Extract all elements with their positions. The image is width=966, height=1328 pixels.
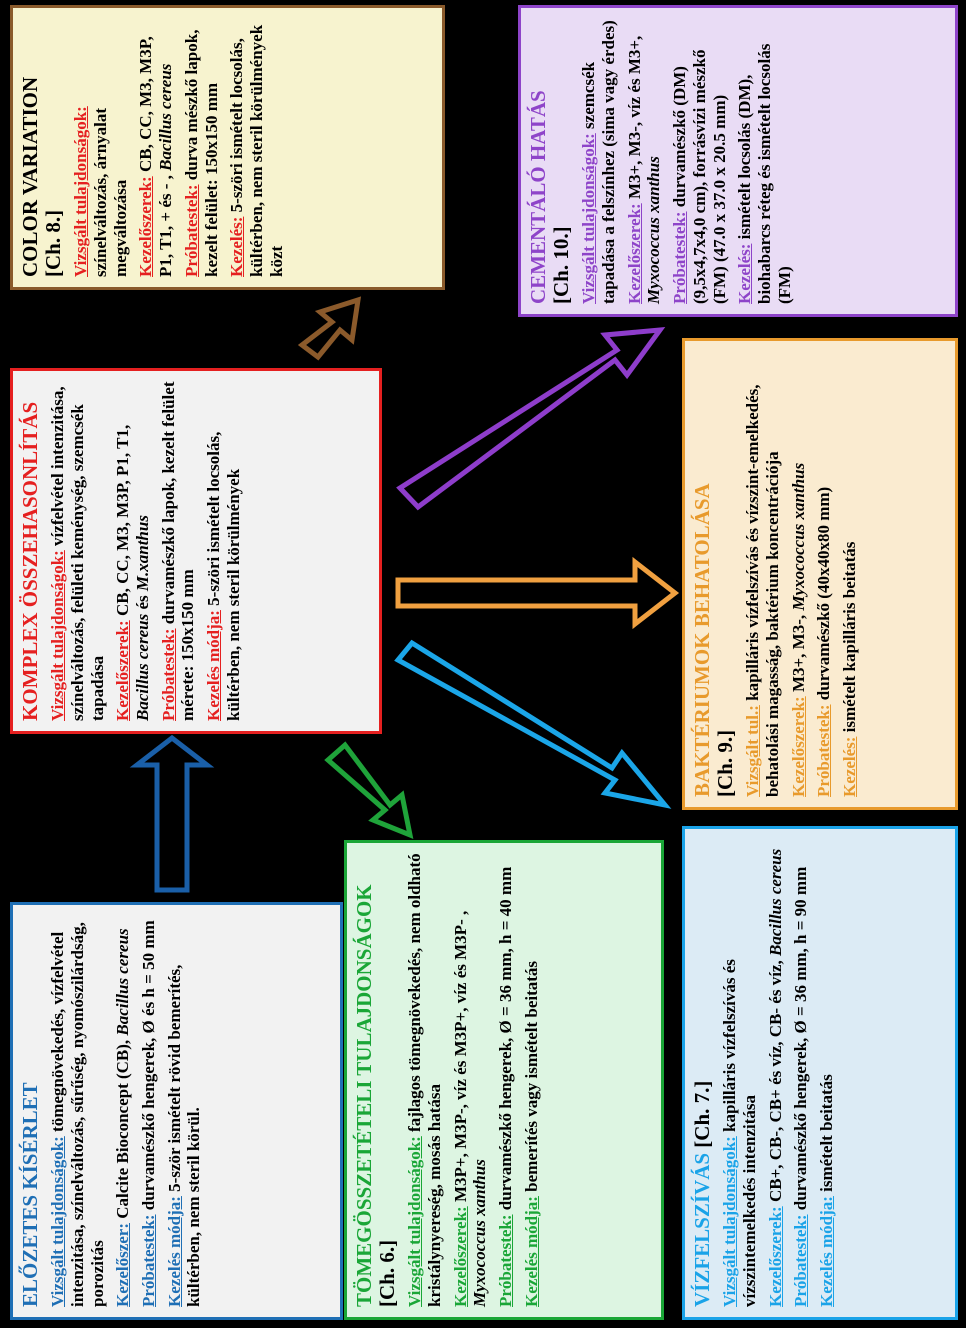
arrow-brown [297, 296, 362, 361]
bakt-agents: M3+, M3-, [788, 610, 808, 697]
viz-label-agents: Kezelőszerek: [765, 1206, 785, 1307]
color-props: színelváltozás, árnyalat megváltozása [90, 107, 130, 277]
bakt-agents-species: Myxococcus xanthus [788, 462, 808, 611]
tomeg-box: TÖMEGÖSSZETÉTELI TULAJDONSÁGOK [Ch. 6.] … [344, 840, 664, 1320]
komplex-agents-species2: M.xanthus [132, 515, 152, 592]
tomeg-label-props: Vizsgált tulajdonságok: [405, 1136, 425, 1307]
bakt-specimens: durvamészkő (40x40x80 mm) [814, 486, 834, 705]
cement-box: CEMENTÁLÓ HATÁS[Ch. 10.] Vizsgált tulajd… [518, 5, 958, 317]
cement-agents: M3+, M3-, víz és M3+, [624, 35, 644, 204]
komplex-label-agents: Kezelőszerek: [113, 620, 133, 721]
viz-label-props: Vizsgált tulajdonságok: [720, 1136, 740, 1307]
bakt-label-specimens: Próbatestek: [814, 704, 834, 797]
bakt-treatment: ismételt kapilláris beitatás [840, 541, 860, 737]
viz-label-specimens: Próbatestek: [791, 1214, 811, 1307]
elozetes-agent-species: Bacillus cereus [113, 928, 133, 1036]
komplex-title: KOMPLEX ÖSSZEHASONLÍTÁS [18, 401, 42, 721]
komplex-agents-species1: Bacillus cereus [132, 613, 152, 721]
cement-chapter: [Ch. 10.] [549, 226, 574, 304]
elozetes-title: ELŐZETES KÍSÉRLET [18, 1082, 42, 1307]
cement-label-specimens: Próbatestek: [670, 211, 690, 304]
tomeg-title: TÖMEGÖSSZETÉTELI TULAJDONSÁGOK [352, 884, 376, 1307]
elozetes-label-agent: Kezelőszer: [113, 1223, 133, 1307]
tomeg-agents: M3P+, M3P-, víz és M3P+, víz és M3P- , [450, 910, 470, 1207]
komplex-label-specimens: Próbatestek: [158, 628, 178, 721]
tomeg-specimens: durvamészkő hengerek, Ø = 36 mm, h = 40 … [496, 866, 516, 1215]
viz-agents-species: Bacillus cereus [765, 848, 785, 957]
cement-label-props: Vizsgált tulajdonságok: [579, 133, 599, 304]
vizfelszivas-box: VÍZFELSZÍVÁS [Ch. 7.] Vizsgált tulajdons… [682, 826, 958, 1320]
viz-chapter: [Ch. 7.] [690, 1080, 714, 1153]
viz-agents: CB+, CB-, CB+ és víz, CB- és víz, [765, 956, 785, 1207]
color-title: COLOR VARIATION [18, 76, 42, 277]
bakt-label-props: Vizsgált tul.: [743, 705, 763, 797]
bakteriumok-box: BAKTÉRIUMOK BEHATOLÁSA[Ch. 9.] Vizsgált … [682, 338, 958, 810]
arrow-up [129, 734, 215, 893]
tomeg-chapter: [Ch. 6.] [375, 1239, 400, 1307]
komplex-label-treatment: Kezelés módja: [204, 610, 224, 721]
viz-label-treatment: Kezelés módja: [816, 1196, 836, 1307]
arrow-cyan [394, 639, 672, 809]
bakt-title: BAKTÉRIUMOK BEHATOLÁSA [690, 483, 714, 797]
arrow-purple [396, 327, 666, 511]
komplex-agents-and: és [132, 591, 152, 614]
tomeg-label-treatment: Kezelés módja: [521, 1196, 541, 1307]
komplex-label-props: Vizsgált tulajdonságok: [48, 550, 68, 721]
elozetes-label-specimens: Próbatestek: [138, 1214, 158, 1307]
viz-title: VÍZFELSZÍVÁS [690, 1152, 714, 1307]
color-variation-box: COLOR VARIATION[Ch. 8.] Vizsgált tulajdo… [10, 5, 445, 290]
komplex-agents: CB, CC, M3, M3P, P1, T1, [113, 424, 133, 621]
viz-treatment: ismételt beitatás [816, 1074, 836, 1197]
tomeg-label-agents: Kezelőszerek: [450, 1206, 470, 1307]
color-label-agents: Kezelőszerek: [136, 176, 156, 277]
tomeg-label-specimens: Próbatestek: [496, 1214, 516, 1307]
bakt-label-agents: Kezelőszerek: [788, 696, 808, 797]
cement-label-agents: Kezelőszerek: [624, 203, 644, 304]
elozetes-box: ELŐZETES KÍSÉRLET Vizsgált tulajdonságok… [10, 902, 343, 1320]
color-label-props: Vizsgált tulajdonságok: [71, 106, 91, 277]
elozetes-label-props: Vizsgált tulajdonságok: [48, 1136, 68, 1307]
bakt-chapter: [Ch. 9.] [713, 729, 738, 797]
color-agents-species: Bacillus cereus [156, 63, 176, 171]
color-label-specimens: Próbatestek: [181, 184, 201, 277]
color-label-treatment: Kezelés: [227, 216, 247, 277]
komplex-box: KOMPLEX ÖSSZEHASONLÍTÁS Vizsgált tulajdo… [10, 368, 382, 734]
cement-label-treatment: Kezelés: [735, 243, 755, 304]
arrow-orange [395, 556, 680, 630]
elozetes-label-treatment: Kezelés módja: [164, 1196, 184, 1307]
cement-title: CEMENTÁLÓ HATÁS [526, 90, 550, 304]
tomeg-agents-species: Myxococcus xanthus [470, 1159, 490, 1307]
viz-specimens: durvamészkő hengerek, Ø = 36 mm, h = 90 … [791, 866, 811, 1215]
bakt-label-treatment: Kezelés: [840, 736, 860, 797]
cement-agents-species: Myxococcus xanthus [644, 156, 664, 304]
color-chapter: [Ch. 8.] [41, 209, 66, 277]
elozetes-specimens: durvamészkő hengerek, Ø és h = 50 mm [138, 920, 158, 1215]
elozetes-agent: Calcite Bioconcept (CB), [113, 1035, 133, 1223]
arrow-green [324, 741, 414, 840]
tomeg-treatment: bemerítés vagy ismételt beitatás [521, 960, 541, 1197]
